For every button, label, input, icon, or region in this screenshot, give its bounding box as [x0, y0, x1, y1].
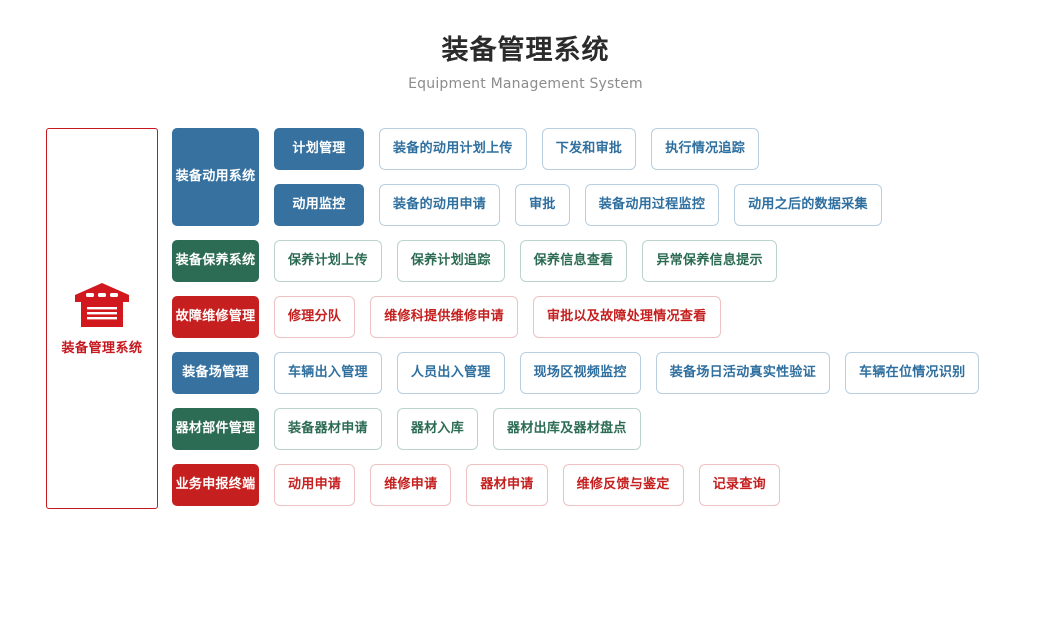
warehouse-icon — [73, 282, 131, 328]
leaf-node[interactable]: 维修申请 — [370, 464, 452, 506]
system-logo-label: 装备管理系统 — [61, 340, 143, 356]
page-header: 装备管理系统 Equipment Management System — [0, 34, 1051, 94]
diagram-row: 业务申报终端动用申请维修申请器材申请维修反馈与鉴定记录查询 — [172, 464, 979, 506]
leaf-node[interactable]: 动用之后的数据采集 — [734, 184, 882, 226]
leaf-node[interactable]: 审批 — [515, 184, 570, 226]
category-block[interactable]: 装备保养系统 — [172, 240, 259, 282]
diagram-row: 故障维修管理修理分队维修科提供维修申请审批以及故障处理情况查看 — [172, 296, 979, 338]
category-block[interactable]: 装备动用系统 — [172, 128, 259, 226]
diagram-row: 装备保养系统保养计划上传保养计划追踪保养信息查看异常保养信息提示 — [172, 240, 979, 282]
architecture-diagram: 装备动用系统计划管理装备的动用计划上传下发和审批执行情况追踪动用监控装备的动用申… — [172, 128, 980, 506]
leaf-node[interactable]: 人员出入管理 — [396, 352, 505, 394]
leaf-node[interactable]: 车辆出入管理 — [274, 352, 382, 394]
diagram-subrow: 计划管理装备的动用计划上传下发和审批执行情况追踪 — [259, 128, 882, 170]
leaf-node[interactable]: 异常保养信息提示 — [642, 240, 777, 282]
leaf-node[interactable]: 现场区视频监控 — [519, 352, 641, 394]
leaf-node[interactable]: 装备动用过程监控 — [584, 184, 720, 226]
category-block[interactable]: 器材部件管理 — [172, 408, 259, 450]
leaf-node[interactable]: 装备的动用计划上传 — [379, 128, 527, 170]
category-block[interactable]: 故障维修管理 — [172, 296, 259, 338]
diagram-subrow: 动用监控装备的动用申请审批装备动用过程监控动用之后的数据采集 — [259, 184, 882, 226]
subcategory-block[interactable]: 计划管理 — [274, 128, 364, 170]
system-logo-panel: 装备管理系统 — [46, 128, 158, 509]
leaf-node[interactable]: 维修反馈与鉴定 — [562, 464, 684, 506]
leaf-node[interactable]: 下发和审批 — [541, 128, 637, 170]
page-title: 装备管理系统 — [441, 35, 610, 66]
leaf-node[interactable]: 器材入库 — [396, 408, 479, 450]
category-block[interactable]: 装备场管理 — [172, 352, 259, 394]
leaf-node[interactable]: 记录查询 — [698, 464, 780, 506]
page-subtitle: Equipment Management System — [408, 76, 643, 92]
leaf-node[interactable]: 保养计划上传 — [274, 240, 382, 282]
leaf-node[interactable]: 动用申请 — [274, 464, 356, 506]
leaf-node[interactable]: 保养计划追踪 — [396, 240, 505, 282]
leaf-node[interactable]: 审批以及故障处理情况查看 — [532, 296, 721, 338]
diagram-row: 器材部件管理装备器材申请器材入库器材出库及器材盘点 — [172, 408, 979, 450]
leaf-node[interactable]: 器材出库及器材盘点 — [493, 408, 641, 450]
leaf-node[interactable]: 装备场日活动真实性验证 — [655, 352, 831, 394]
leaf-node[interactable]: 修理分队 — [274, 296, 356, 338]
leaf-node[interactable]: 维修科提供维修申请 — [370, 296, 518, 338]
leaf-node[interactable]: 保养信息查看 — [519, 240, 628, 282]
leaf-node[interactable]: 器材申请 — [466, 464, 548, 506]
leaf-node[interactable]: 执行情况追踪 — [651, 128, 760, 170]
diagram-row: 装备场管理车辆出入管理人员出入管理现场区视频监控装备场日活动真实性验证车辆在位情… — [172, 352, 980, 394]
leaf-node[interactable]: 车辆在位情况识别 — [845, 352, 980, 394]
leaf-node[interactable]: 装备的动用申请 — [379, 184, 501, 226]
leaf-node[interactable]: 装备器材申请 — [274, 408, 382, 450]
category-block[interactable]: 业务申报终端 — [172, 464, 259, 506]
diagram-row: 装备动用系统计划管理装备的动用计划上传下发和审批执行情况追踪动用监控装备的动用申… — [172, 128, 979, 226]
subcategory-block[interactable]: 动用监控 — [274, 184, 364, 226]
subrow-group: 计划管理装备的动用计划上传下发和审批执行情况追踪动用监控装备的动用申请审批装备动… — [259, 128, 882, 226]
